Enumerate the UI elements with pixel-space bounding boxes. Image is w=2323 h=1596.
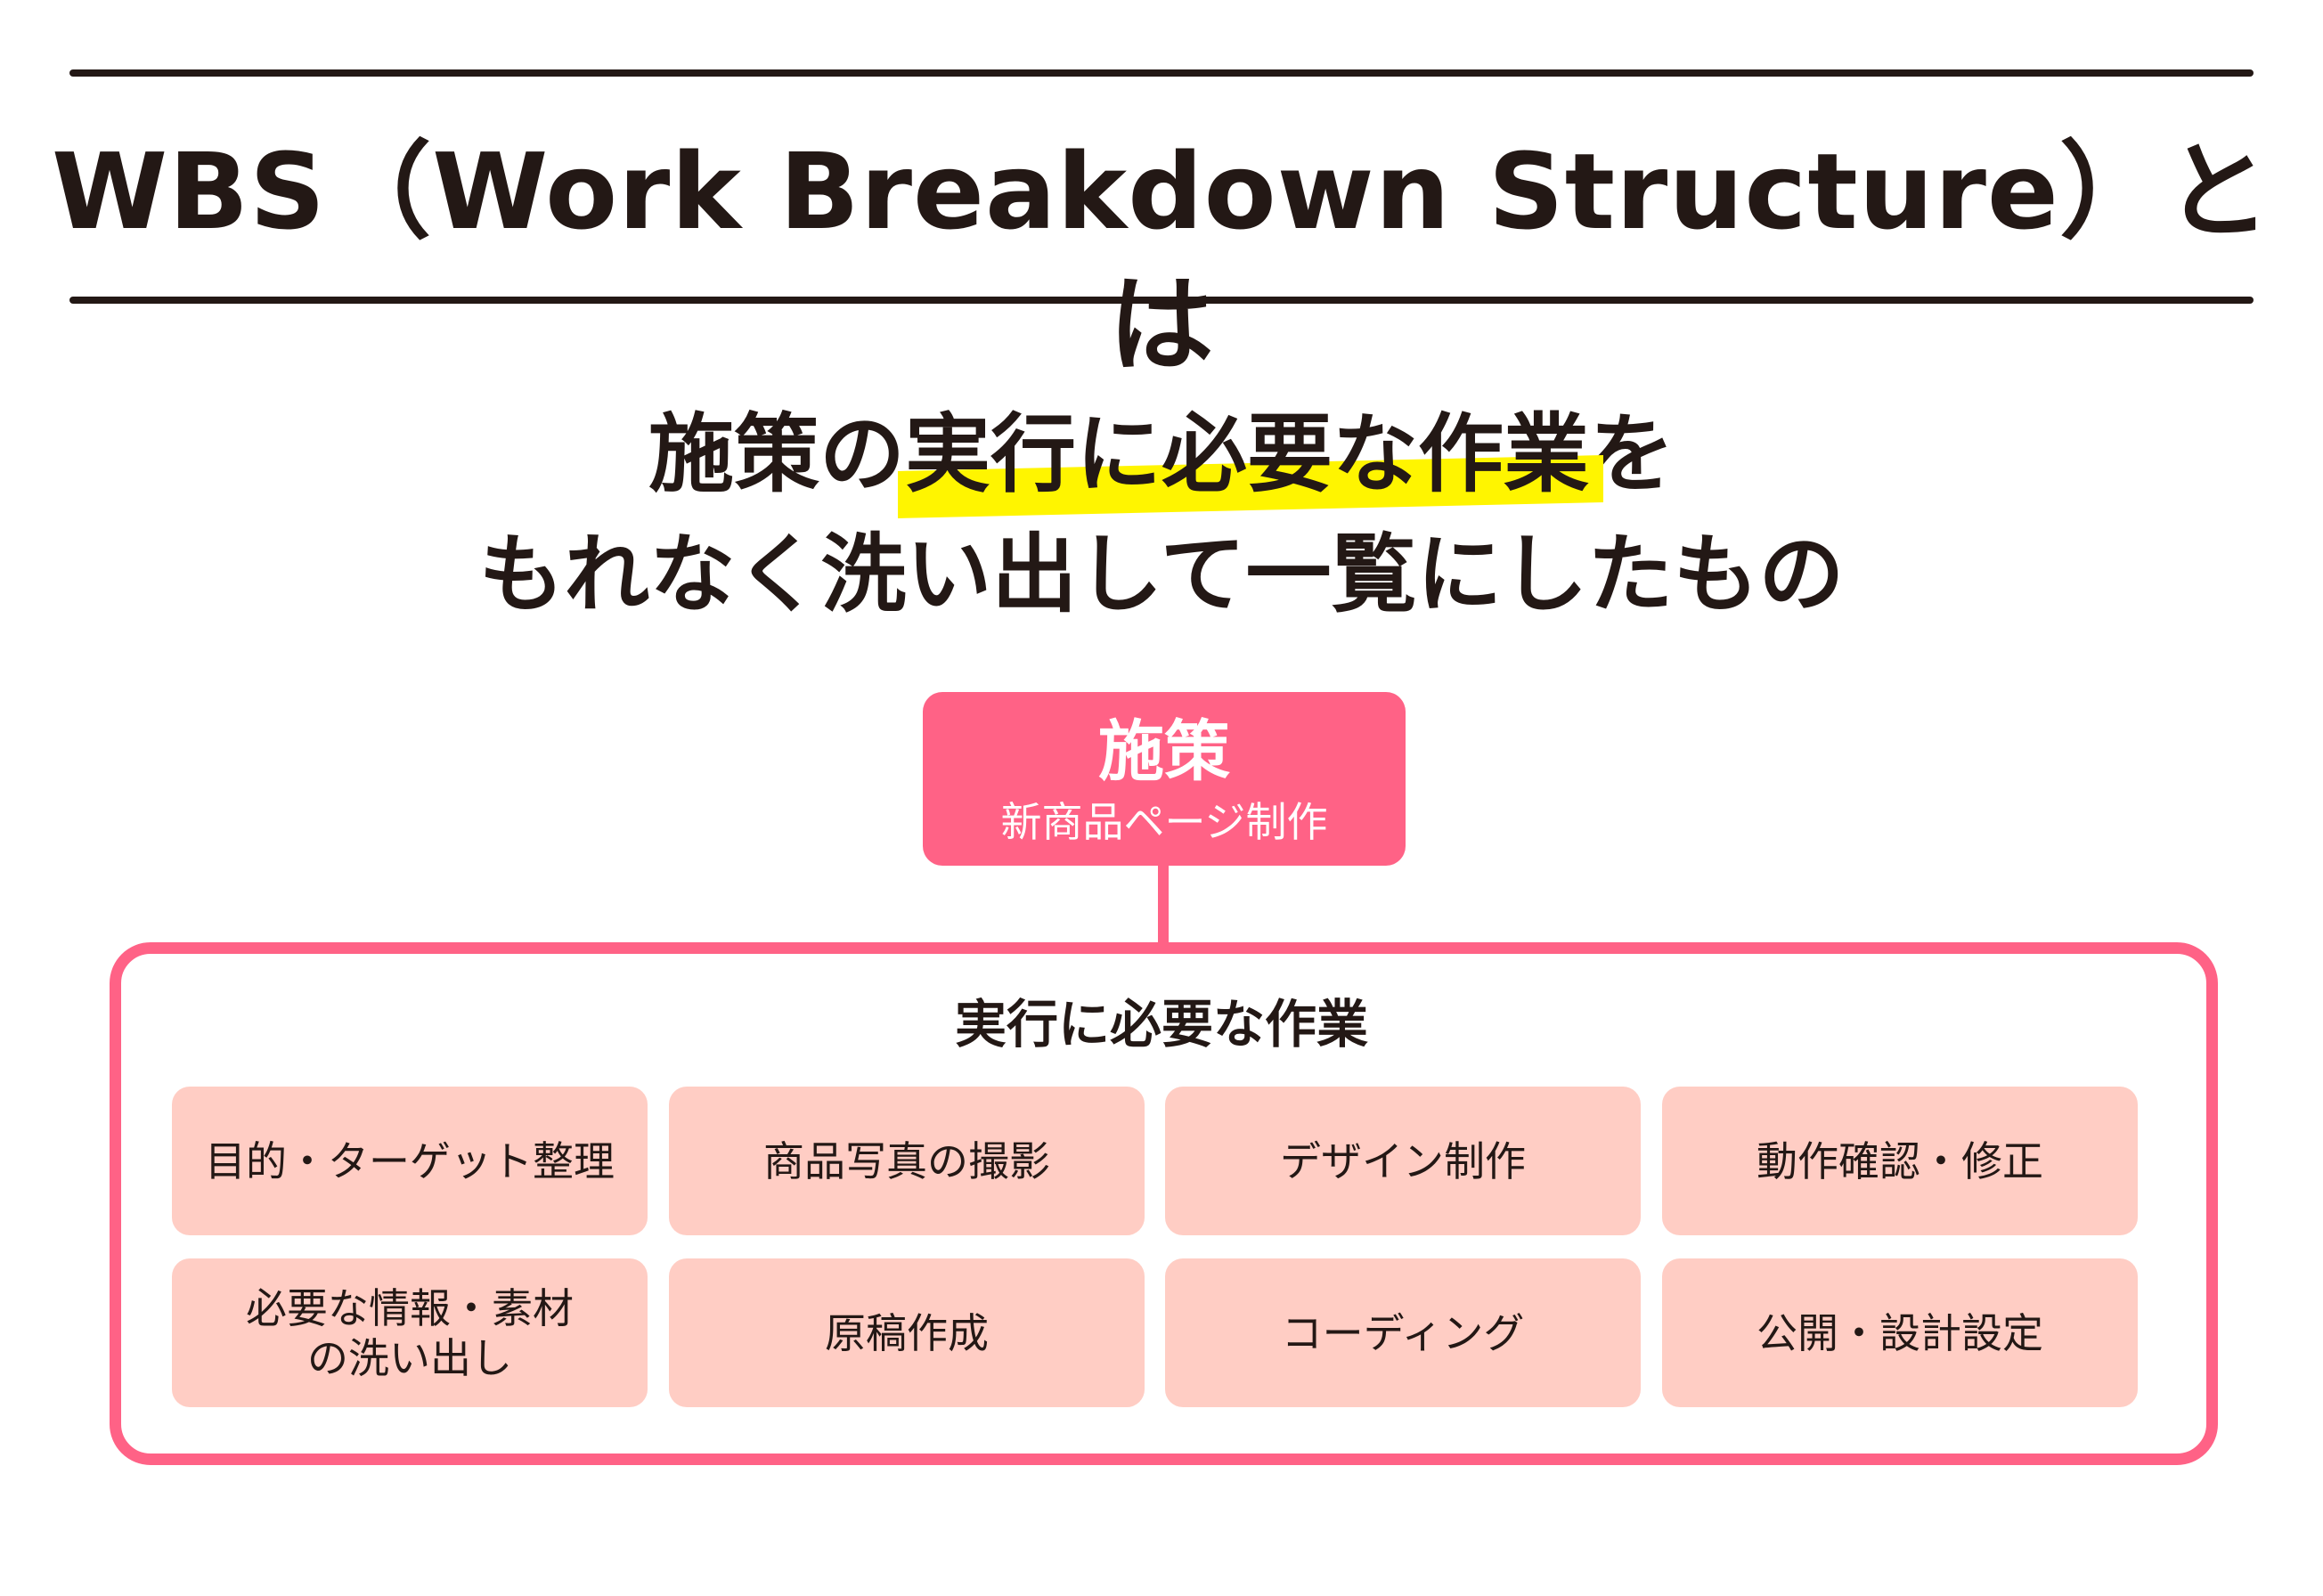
- task-cell: 動作確認・修正: [1662, 1087, 2138, 1235]
- definition-line-2: もれなく洗い出して一覧にしたもの: [478, 525, 1845, 624]
- definition-line-1: 施策の実行に必要な作業を: [0, 401, 2323, 508]
- policy-subtitle: 新商品ページ制作: [1000, 798, 1328, 846]
- definition-prefix: 施策の: [648, 404, 905, 504]
- task-cell: デザイン制作: [1165, 1087, 1641, 1235]
- task-cell: 必要な情報・素材 の洗い出し: [172, 1258, 648, 1407]
- tasks-group-title: 実行に必要な作業: [954, 994, 1368, 1054]
- task-cell: 原稿作成: [669, 1258, 1145, 1407]
- task-cell: 公開・設計設定: [1662, 1258, 2138, 1407]
- page-title: WBS（Work Breakdown Structure）とは: [52, 130, 2271, 387]
- policy-node: 施策 新商品ページ制作: [923, 692, 1406, 866]
- tree-connector-line: [1158, 864, 1169, 949]
- definition-highlight: 実行に必要な作業: [905, 401, 1589, 508]
- bottom-divider: [69, 297, 2254, 304]
- task-cell: 目的・ターゲット整理: [172, 1087, 648, 1235]
- task-cell: 商品写真の撮影: [669, 1087, 1145, 1235]
- top-divider: [69, 69, 2254, 77]
- task-cell: コーディング: [1165, 1258, 1641, 1407]
- definition-suffix: を: [1589, 404, 1675, 504]
- policy-title: 施策: [1098, 713, 1230, 790]
